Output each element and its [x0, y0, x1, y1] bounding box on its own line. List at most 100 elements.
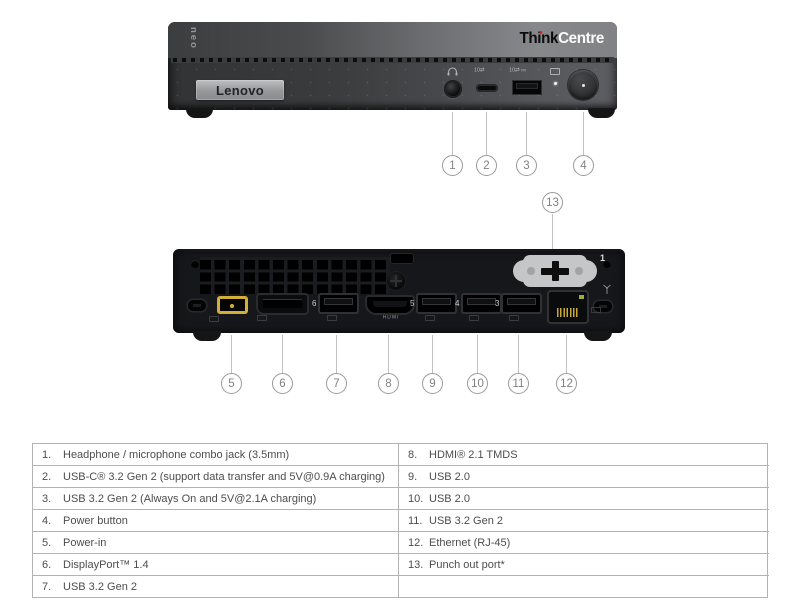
spec-num: 3. — [42, 492, 52, 505]
thumbscrew — [387, 272, 405, 290]
kensington-slot-right — [594, 301, 612, 312]
callout-5: 5 — [221, 373, 242, 394]
leader-line-12 — [566, 335, 567, 373]
thinkcentre-logo-centre: Centre — [558, 30, 604, 47]
leader-line-13 — [552, 214, 553, 256]
front-vent-seam — [171, 57, 614, 63]
spec-num: 9. — [408, 470, 418, 483]
front-left-foot — [186, 108, 213, 118]
spec-text: Headphone / microphone combo jack (3.5mm… — [63, 448, 290, 461]
spec-num: 1. — [42, 448, 52, 461]
headphone-jack-port — [444, 80, 462, 98]
spec-num: 6. — [42, 558, 52, 571]
spec-row-4-left: 4. Power button — [33, 510, 399, 532]
spec-row-7-left: 7.USB 3.2 Gen 2 — [33, 576, 399, 597]
spec-num: 4. — [42, 514, 52, 527]
thinkcentre-logo: ThinkCentre — [519, 30, 604, 48]
usb-port-3 — [503, 295, 540, 312]
usb-a-front-port — [513, 81, 541, 94]
callout-13: 13 — [542, 192, 563, 213]
callout-8: 8 — [378, 373, 399, 394]
plate-cross-icon-vertical — [551, 261, 559, 281]
spec-num: 5. — [42, 536, 52, 549]
usb-c-speed-badge: 10⇄ — [474, 67, 485, 74]
plate-left-screw — [527, 267, 535, 275]
wifi-antenna-icon — [603, 284, 611, 294]
thinkcentre-red-dot-icon — [539, 31, 543, 34]
power-in-port — [217, 296, 248, 314]
front-right-foot — [588, 108, 615, 118]
headset-icon — [447, 67, 458, 76]
spec-num: 11. — [408, 514, 423, 527]
cable-lock-slot — [391, 254, 413, 263]
spec-row-2-left: 2.USB-C® 3.2 Gen 2 (support data transfe… — [33, 466, 399, 488]
punch-plate-number-label: 1 — [600, 253, 606, 263]
spec-row-3-left: 3. USB 3.2 Gen 2 (Always On and 5V@2.1A c… — [33, 488, 399, 510]
callout-7: 7 — [326, 373, 347, 394]
ethernet-port — [549, 292, 587, 322]
spec-text: Power button — [63, 514, 128, 527]
back-right-foot — [584, 331, 612, 341]
spec-row-5-right: 12.Ethernet (RJ-45) — [399, 532, 769, 554]
usb-port-4 — [463, 295, 500, 312]
leader-line-1 — [452, 112, 453, 155]
callout-12: 12 — [556, 373, 577, 394]
spec-text: USB 2.0 — [429, 492, 470, 505]
thinkcentre-logo-think: Think — [519, 30, 559, 47]
spec-row-6-right: 13. Punch out port* — [399, 554, 769, 576]
ports-spec-table: 1. Headphone / microphone combo jack (3.5… — [32, 443, 769, 598]
plate-right-screw — [575, 267, 583, 275]
leader-line-4 — [583, 112, 584, 155]
leader-line-7 — [336, 335, 337, 373]
spec-text: HDMI® 2.1 TMDS — [429, 448, 518, 461]
spec-row-4-right: 11. USB 3.2 Gen 2 — [399, 510, 769, 532]
callout-1: 1 — [442, 155, 463, 176]
callout-10: 10 — [467, 373, 488, 394]
displayport-port — [258, 295, 307, 313]
usb-port-4-label: 4 — [455, 299, 460, 308]
spec-row-1-left: 1. Headphone / microphone combo jack (3.5… — [33, 444, 399, 466]
kensington-slot-left — [188, 300, 206, 311]
spec-row-5-left: 5.Power-in — [33, 532, 399, 554]
leader-line-9 — [432, 335, 433, 373]
ethernet-icon — [591, 307, 601, 313]
usb-icon-3 — [509, 315, 519, 321]
spec-text: Punch out port* — [429, 558, 505, 571]
spec-text: USB-C® 3.2 Gen 2 (support data transfer … — [63, 470, 385, 483]
callout-3: 3 — [516, 155, 537, 176]
hdmi-port — [367, 297, 413, 313]
spec-text: Ethernet (RJ-45) — [429, 536, 511, 549]
spec-text: USB 3.2 Gen 2 — [429, 514, 503, 527]
hdmi-port-label: HDMI — [382, 315, 400, 321]
usb-c-port — [476, 84, 498, 92]
spec-text: USB 3.2 Gen 2 — [63, 580, 137, 593]
leader-line-11 — [518, 335, 519, 373]
spec-num: 8. — [408, 448, 418, 461]
callout-4: 4 — [573, 155, 594, 176]
front-top-band — [168, 22, 617, 58]
back-view-device: 1 6 5 4 3 HDMI — [173, 249, 625, 333]
spec-row-2-right: 9. USB 2.0 — [399, 466, 769, 488]
leader-line-6 — [282, 335, 283, 373]
leader-line-3 — [526, 112, 527, 155]
spec-text: USB 3.2 Gen 2 (Always On and 5V@2.1A cha… — [63, 492, 317, 505]
display-status-icon — [550, 68, 560, 75]
callout-9: 9 — [422, 373, 443, 394]
neo-model-label: neo — [188, 27, 199, 50]
punch-out-port-plate — [513, 255, 597, 287]
usb-icon-4 — [469, 315, 479, 321]
power-in-icon — [209, 316, 219, 322]
leader-line-5 — [231, 335, 232, 373]
leader-line-10 — [477, 335, 478, 373]
spec-row-7-right — [399, 576, 769, 597]
usb-port-6 — [320, 295, 357, 312]
spec-num: 13. — [408, 558, 424, 571]
callout-6: 6 — [272, 373, 293, 394]
vent-grille — [200, 257, 390, 294]
leader-line-8 — [388, 335, 389, 373]
front-view-device: neo ThinkCentre Lenovo 10⇄ 10⇄ ▭ — [168, 22, 617, 110]
usb-port-5-label: 5 — [410, 299, 415, 308]
spec-text: DisplayPort™ 1.4 — [63, 558, 149, 571]
spec-text: USB 2.0 — [429, 470, 470, 483]
usb-a-speed-badge: 10⇄ ▭ — [509, 67, 527, 74]
